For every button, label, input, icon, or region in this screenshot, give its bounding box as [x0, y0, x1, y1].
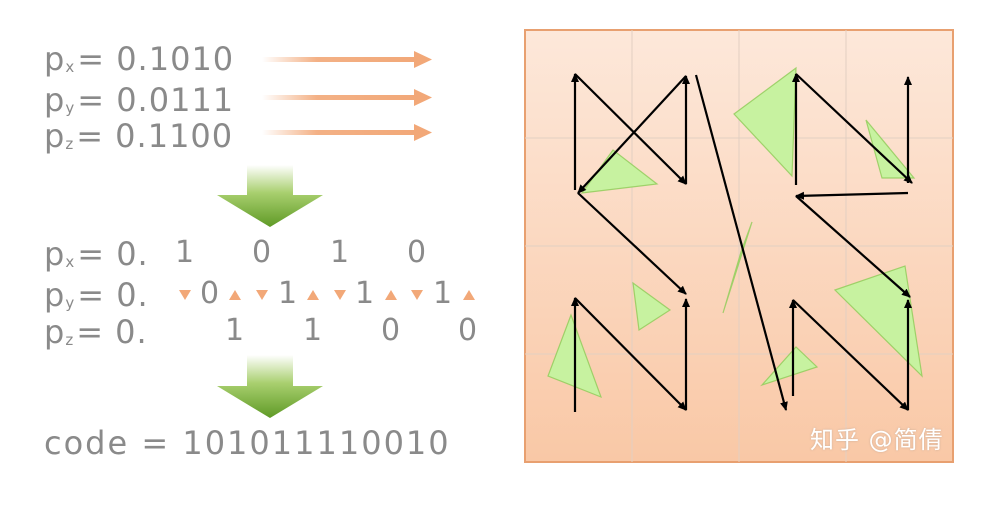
green-down-arrow-1 — [217, 165, 323, 227]
py-bit: 1 — [433, 276, 453, 311]
px-bit: 0 — [252, 235, 272, 270]
pz-bit: 0 — [381, 313, 401, 348]
green-down-arrow-2 — [217, 355, 323, 418]
py-bit: 1 — [355, 276, 375, 311]
pz-bit: 1 — [225, 313, 245, 348]
pz-bit: 1 — [303, 313, 323, 348]
watermark: 知乎 @简倩 — [810, 426, 944, 454]
pz-arrow — [262, 124, 432, 141]
py-split-label: py= 0. — [44, 276, 149, 314]
px-line: px= 0.1010 — [44, 40, 235, 78]
px-split-label: px= 0. — [44, 235, 149, 273]
triangles — [547, 66, 923, 399]
spatial-grid — [524, 29, 954, 463]
code-line: code = 101011110010 — [44, 424, 451, 462]
px-bit: 1 — [175, 235, 195, 270]
py-bit: 0 — [200, 276, 220, 311]
pz-split-label: pz= 0. — [44, 313, 148, 351]
py-bit: 1 — [278, 276, 298, 311]
pz-line: pz= 0.1100 — [44, 117, 234, 155]
px-bit: 1 — [330, 235, 350, 270]
py-arrow — [262, 89, 432, 106]
z-order-curve — [571, 73, 913, 412]
pz-bit: 0 — [458, 313, 478, 348]
px-arrow — [262, 51, 432, 68]
py-line: py= 0.0111 — [44, 81, 235, 119]
interleave-arrows — [179, 272, 475, 318]
px-bit: 0 — [407, 235, 427, 270]
